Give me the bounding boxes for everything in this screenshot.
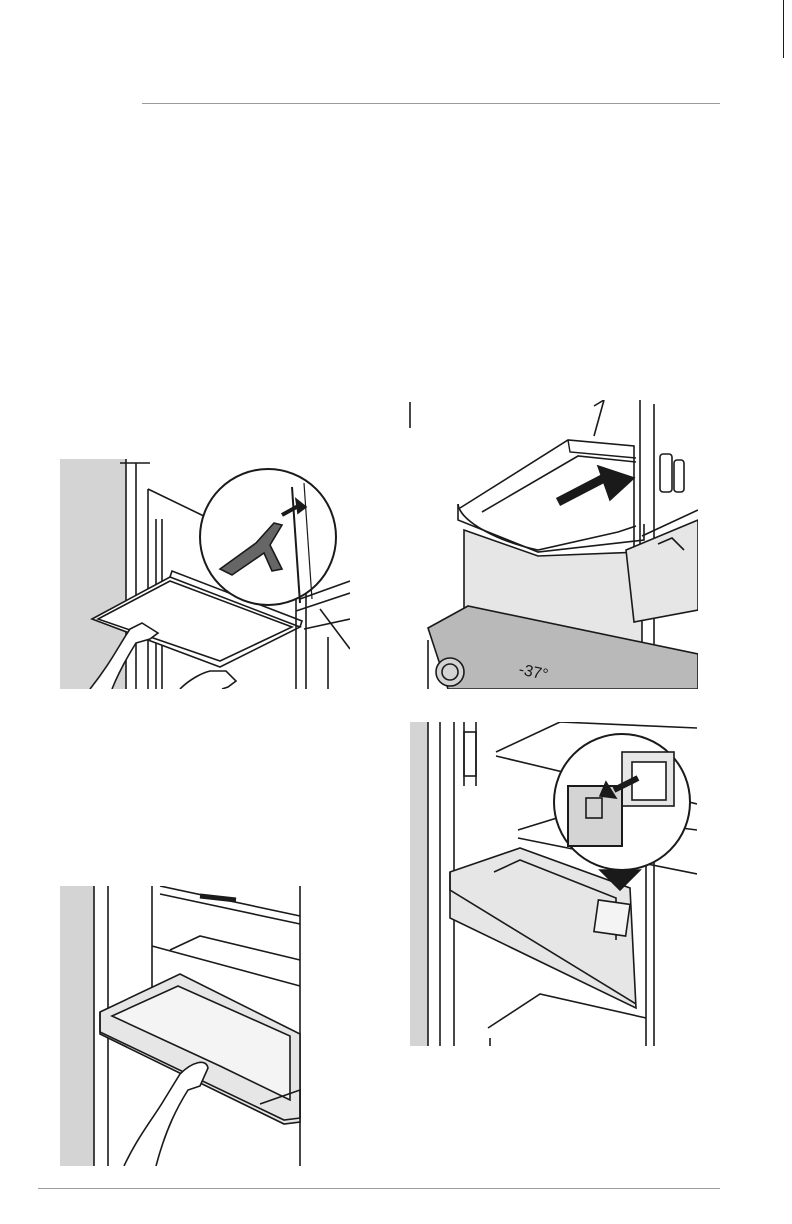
crop-mark xyxy=(783,0,784,58)
figure-drawer-label xyxy=(410,722,697,1046)
figure-shelf-removal xyxy=(60,459,350,689)
header-divider xyxy=(142,103,720,104)
figure-drawer-cover: -37° xyxy=(408,400,698,689)
shelf-clip-icon xyxy=(60,459,350,689)
label-card-icon xyxy=(410,722,697,1046)
push-arrow-icon: -37° xyxy=(408,400,698,689)
figure-drawer-pull xyxy=(60,886,310,1166)
footer-divider xyxy=(38,1188,720,1189)
hand-icon xyxy=(60,886,310,1166)
